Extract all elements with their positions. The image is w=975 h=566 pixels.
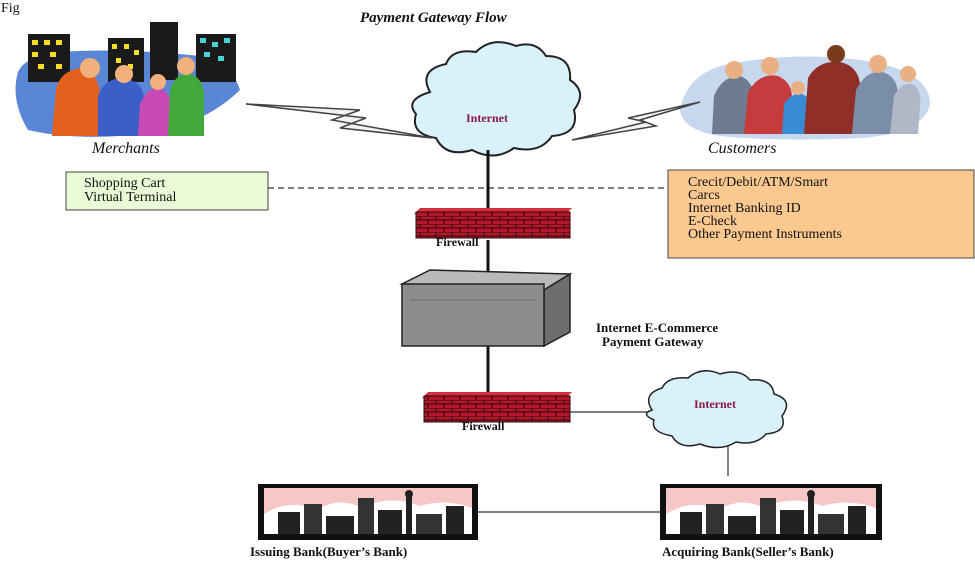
customer-link-bolt	[571, 101, 701, 141]
customer-instruments-box: Crecit/Debit/ATM/Smart Carcs Internet Ba…	[667, 169, 975, 259]
firewall-bottom: Firewall	[422, 392, 572, 433]
internet-cloud-top: Internet	[411, 41, 581, 157]
merchants-city-people-icon	[15, 22, 240, 137]
issuing-bank-icon	[258, 484, 478, 540]
merchant-tool-virtual-terminal: Virtual Terminal	[84, 190, 177, 205]
merchants-label: Merchants	[91, 140, 160, 157]
payment-gateway-server-icon	[399, 269, 573, 348]
customers-crowd-icon	[680, 45, 930, 140]
internet-cloud-bottom: Internet	[645, 370, 788, 449]
customer-instrument-line: E-Check	[688, 214, 737, 229]
diagram-title: Payment Gateway Flow	[360, 10, 508, 26]
firewall-bottom-label: Firewall	[462, 419, 505, 433]
acquiring-bank-icon	[660, 484, 882, 540]
acquiring-bank-label: Acquiring Bank(Seller’s Bank)	[662, 544, 834, 559]
firewall-top: Firewall	[414, 208, 572, 249]
gateway-label-line2: Payment Gateway	[602, 334, 704, 349]
issuing-bank-label: Issuing Bank(Buyer’s Bank)	[250, 544, 407, 559]
customer-instrument-line: Internet Banking ID	[688, 201, 801, 216]
customer-instrument-line: Crecit/Debit/ATM/Smart	[688, 175, 828, 190]
merchant-tool-shopping-cart: Shopping Cart	[84, 176, 165, 191]
merchant-tools-box: Shopping Cart Virtual Terminal	[65, 171, 269, 211]
customer-instrument-line: Other Payment Instruments	[688, 227, 842, 242]
merchant-link-bolt	[245, 103, 433, 139]
customers-label: Customers	[708, 140, 776, 157]
firewall-top-label: Firewall	[436, 235, 479, 249]
customer-instrument-line: Carcs	[688, 188, 720, 203]
internet-bottom-label: Internet	[694, 397, 736, 411]
fragment-text: Fig	[1, 1, 20, 16]
internet-top-label: Internet	[466, 111, 508, 125]
gateway-label-line1: Internet E-Commerce	[596, 320, 718, 335]
